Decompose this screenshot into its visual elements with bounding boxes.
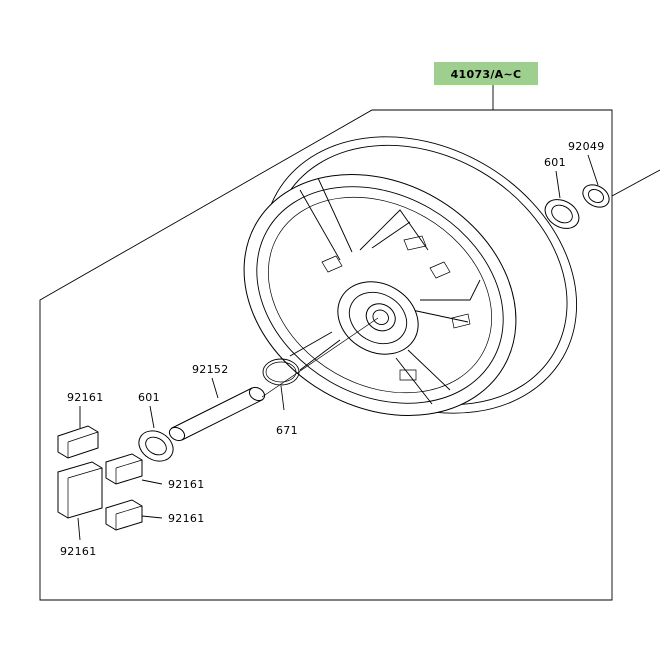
bearing-right-number: 601 bbox=[544, 156, 566, 169]
damper-mid-number: 92161 bbox=[168, 478, 205, 491]
collar-number: 92152 bbox=[192, 363, 229, 376]
rear-wheel[interactable] bbox=[200, 82, 627, 469]
bearing-left-part bbox=[138, 430, 174, 462]
axle-line-right bbox=[611, 169, 660, 197]
damper-mid-callout[interactable]: 92161 bbox=[105, 453, 205, 491]
damper-low-right-callout[interactable]: 92161 bbox=[105, 499, 205, 531]
assembly-bracket bbox=[39, 109, 613, 601]
axle-collar-part bbox=[168, 386, 266, 442]
oil-seal-part bbox=[582, 184, 610, 208]
axle-center-line bbox=[261, 317, 379, 398]
damper-bottom-number: 92161 bbox=[60, 545, 97, 558]
bearing-left-callout[interactable]: 601 bbox=[133, 391, 178, 467]
damper-bottom-callout[interactable]: 92161 bbox=[60, 517, 97, 558]
hub-damper-part bbox=[57, 461, 103, 519]
bearing-right-callout[interactable]: 601 bbox=[540, 156, 584, 234]
damper-top-callout[interactable]: 92161 bbox=[57, 391, 104, 459]
hub-damper-part bbox=[57, 425, 99, 459]
damper-low-number: 92161 bbox=[168, 512, 205, 525]
bearing-right-part bbox=[544, 199, 580, 229]
damper-top-number: 92161 bbox=[67, 391, 104, 404]
bearing-left-number: 601 bbox=[138, 391, 160, 404]
assembly-badge bbox=[434, 62, 538, 85]
wheel-spokes bbox=[289, 177, 481, 405]
damper-low-callout[interactable] bbox=[57, 461, 103, 519]
collar-callout[interactable]: 92152 bbox=[167, 363, 267, 443]
seal-right-callout[interactable]: 92049 bbox=[568, 140, 613, 212]
o-ring-number: 671 bbox=[276, 424, 298, 437]
o-ring-callout[interactable]: 671 bbox=[262, 358, 300, 437]
hub-damper-part bbox=[105, 499, 143, 531]
wheel-hub bbox=[337, 281, 419, 355]
hub-damper-part bbox=[105, 453, 143, 485]
assembly-callout[interactable]: 41073/A~C bbox=[434, 62, 538, 110]
seal-right-number: 92049 bbox=[568, 140, 605, 153]
o-ring-part bbox=[262, 358, 300, 386]
assembly-part-number: 41073/A~C bbox=[451, 68, 522, 81]
